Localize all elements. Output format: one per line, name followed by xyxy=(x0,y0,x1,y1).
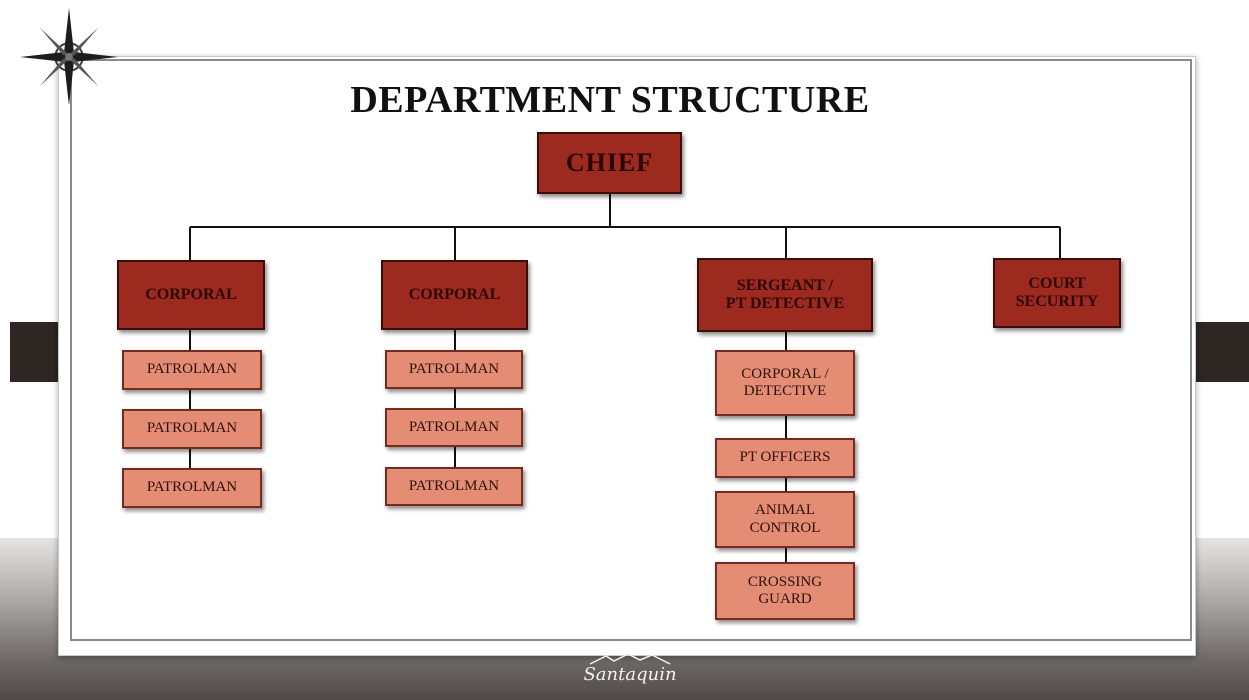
santaquin-logo: Santaquin xyxy=(580,652,680,696)
branch-3-head: SERGEANT / PT DETECTIVE xyxy=(697,258,873,332)
branch-1-member-1: PATROLMAN xyxy=(122,350,262,390)
branch-1-member-2: PATROLMAN xyxy=(122,409,262,449)
branch-2-head: CORPORAL xyxy=(381,260,528,330)
chief-box: CHIEF xyxy=(537,132,682,194)
branch-3-member-3: ANIMAL CONTROL xyxy=(715,491,855,548)
compass-rose-icon xyxy=(20,7,118,104)
branch-1-member-3: PATROLMAN xyxy=(122,468,262,508)
page-title: DEPARTMENT STRUCTURE xyxy=(350,79,870,121)
mountain-logo-icon xyxy=(589,653,671,665)
branch-1-head: CORPORAL xyxy=(117,260,265,330)
branch-2-member-3: PATROLMAN xyxy=(385,467,523,506)
branch-2-member-2: PATROLMAN xyxy=(385,408,523,447)
branch-4-head: COURT SECURITY xyxy=(993,258,1121,328)
branch-2-member-1: PATROLMAN xyxy=(385,350,523,389)
branch-3-member-1: CORPORAL / DETECTIVE xyxy=(715,350,855,416)
logo-text: Santaquin xyxy=(583,664,677,685)
branch-3-member-4: CROSSING GUARD xyxy=(715,562,855,620)
slide-frame xyxy=(70,59,1192,641)
branch-3-member-2: PT OFFICERS xyxy=(715,438,855,478)
